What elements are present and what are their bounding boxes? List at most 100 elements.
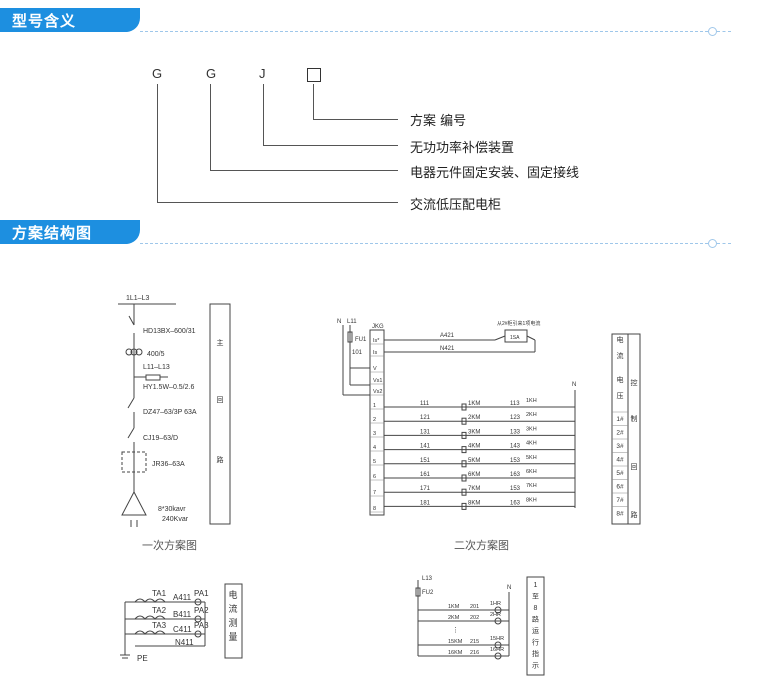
circle-icon — [708, 239, 717, 248]
side-char: 主 — [217, 338, 224, 347]
port-label: Vs2 — [373, 389, 382, 395]
circuit-number: 1# — [616, 416, 624, 423]
side-char: 测 — [228, 618, 237, 628]
section-title: 方案结构图 — [12, 224, 93, 242]
circuit-number: 5# — [616, 470, 624, 477]
port-label: V — [373, 366, 377, 372]
contact-label: 15KM — [448, 639, 463, 645]
lamp-icon — [494, 606, 502, 614]
side-char: 示 — [532, 662, 539, 670]
section-tab: 型号含义 — [0, 8, 140, 32]
leader-line — [313, 119, 398, 120]
node-label: 101 — [352, 350, 363, 356]
circle-icon — [708, 27, 717, 36]
side-char: 电 — [617, 335, 624, 344]
side-char: 回 — [217, 396, 224, 404]
side-char: 运 — [532, 627, 539, 635]
contact-label: 2KM — [448, 615, 460, 621]
phase-label: B411 — [173, 610, 192, 619]
lamp-icon — [494, 617, 502, 625]
ammeter-label: 1SA — [510, 335, 520, 341]
n421-label: N421 — [440, 346, 455, 352]
lamp-label: 1HR — [490, 601, 501, 607]
ellipsis-icon: ⋮ — [452, 627, 459, 634]
n-label: N — [507, 585, 511, 591]
section-header-scheme: 方案结构图 — [0, 220, 731, 248]
relay-label: 5KH — [526, 455, 537, 461]
ct-label: 400/5 — [147, 351, 165, 358]
lamp-icon — [494, 652, 502, 660]
circuit-number: 7# — [616, 497, 624, 504]
wire-number: 202 — [470, 615, 479, 621]
side-char: 指 — [532, 649, 539, 658]
ta-label: TA1 — [152, 589, 167, 598]
leader-line — [157, 84, 158, 203]
relay-label: 8KH — [526, 497, 537, 503]
leader-line — [210, 170, 398, 171]
port-label: Is — [373, 350, 378, 356]
l13-label: L13 — [422, 576, 433, 582]
section-title: 型号含义 — [12, 12, 77, 30]
contact-label: 1KM — [448, 604, 460, 610]
wire-number: 131 — [420, 429, 431, 435]
meaning-label: 方案 编号 — [410, 114, 467, 129]
phase-label: C411 — [173, 625, 192, 634]
coil-icon — [461, 431, 467, 439]
model-letter: J — [259, 66, 266, 81]
capacity-label: 240Kvar — [162, 516, 189, 523]
port-label: 1 — [373, 403, 376, 409]
leader-line — [157, 202, 398, 203]
divider — [717, 31, 731, 32]
contactor-label: 1KM — [468, 401, 480, 407]
wire-number: 143 — [510, 444, 521, 450]
capacitor-label: 8*30kavr — [158, 506, 186, 513]
contactor-label: 3KM — [468, 429, 480, 435]
meaning-label: 无功功率补偿装置 — [410, 141, 515, 156]
contactor-label: CJ19–63/D — [143, 435, 178, 442]
model-letter: G — [152, 66, 163, 81]
lamp-label: 15HR — [490, 636, 504, 642]
leader-line — [263, 145, 398, 146]
wire-number: 171 — [420, 486, 431, 492]
relay-label: 1KH — [526, 398, 537, 404]
section-tab: 方案结构图 — [0, 220, 140, 244]
circuit-number: 4# — [616, 457, 624, 464]
n-right-label: N — [572, 382, 576, 388]
contact-label: 16KM — [448, 650, 463, 656]
pe-label: PE — [137, 654, 148, 663]
coil-icon — [461, 446, 467, 454]
bus-label: 1L1–L3 — [126, 295, 149, 302]
side-char: 流 — [228, 603, 237, 614]
port-label: 5 — [373, 459, 376, 465]
wire-number: 201 — [470, 604, 479, 610]
l11-label: L11 — [347, 319, 357, 325]
relay-label: 2KH — [526, 412, 537, 418]
contactor-label: 4KM — [468, 444, 480, 450]
contactor-label: 5KM — [468, 458, 480, 464]
lamp-label: 16HR — [490, 647, 504, 653]
leader-line — [263, 84, 264, 146]
wire-number: 133 — [510, 429, 521, 435]
ta-label: TA2 — [152, 606, 167, 615]
phase-label: A411 — [173, 593, 192, 602]
leader-line — [313, 84, 314, 120]
n411-label: N411 — [175, 638, 194, 647]
n-label: N — [337, 319, 341, 325]
circuit-number: 2# — [616, 430, 624, 437]
relay-label: 7KH — [526, 483, 537, 489]
divider — [717, 243, 731, 244]
wire-number: 181 — [420, 500, 431, 506]
side-char: 电 — [228, 589, 237, 600]
coil-icon — [461, 488, 467, 496]
breaker-label: DZ47–63/3P 63A — [143, 409, 197, 416]
side-char: 回 — [631, 463, 638, 471]
pa-label: PA3 — [194, 621, 209, 630]
model-letter: G — [206, 66, 217, 81]
relay-label: 6KH — [526, 469, 537, 475]
lines-label: L11–L13 — [143, 364, 170, 371]
port-label: 2 — [373, 417, 376, 423]
relay-label: JR36–63A — [152, 461, 185, 468]
coil-icon — [461, 417, 467, 425]
